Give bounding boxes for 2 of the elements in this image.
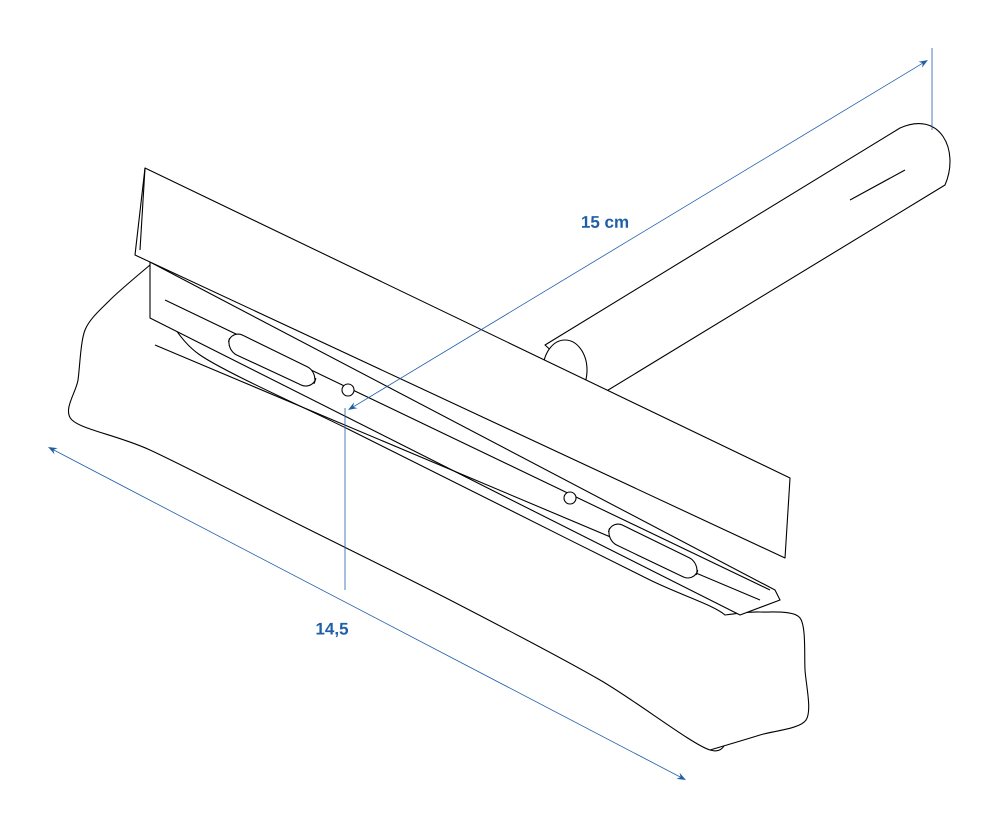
dimension-label: 14,5 <box>313 620 351 640</box>
dimension-label: 15 cm <box>578 214 632 230</box>
